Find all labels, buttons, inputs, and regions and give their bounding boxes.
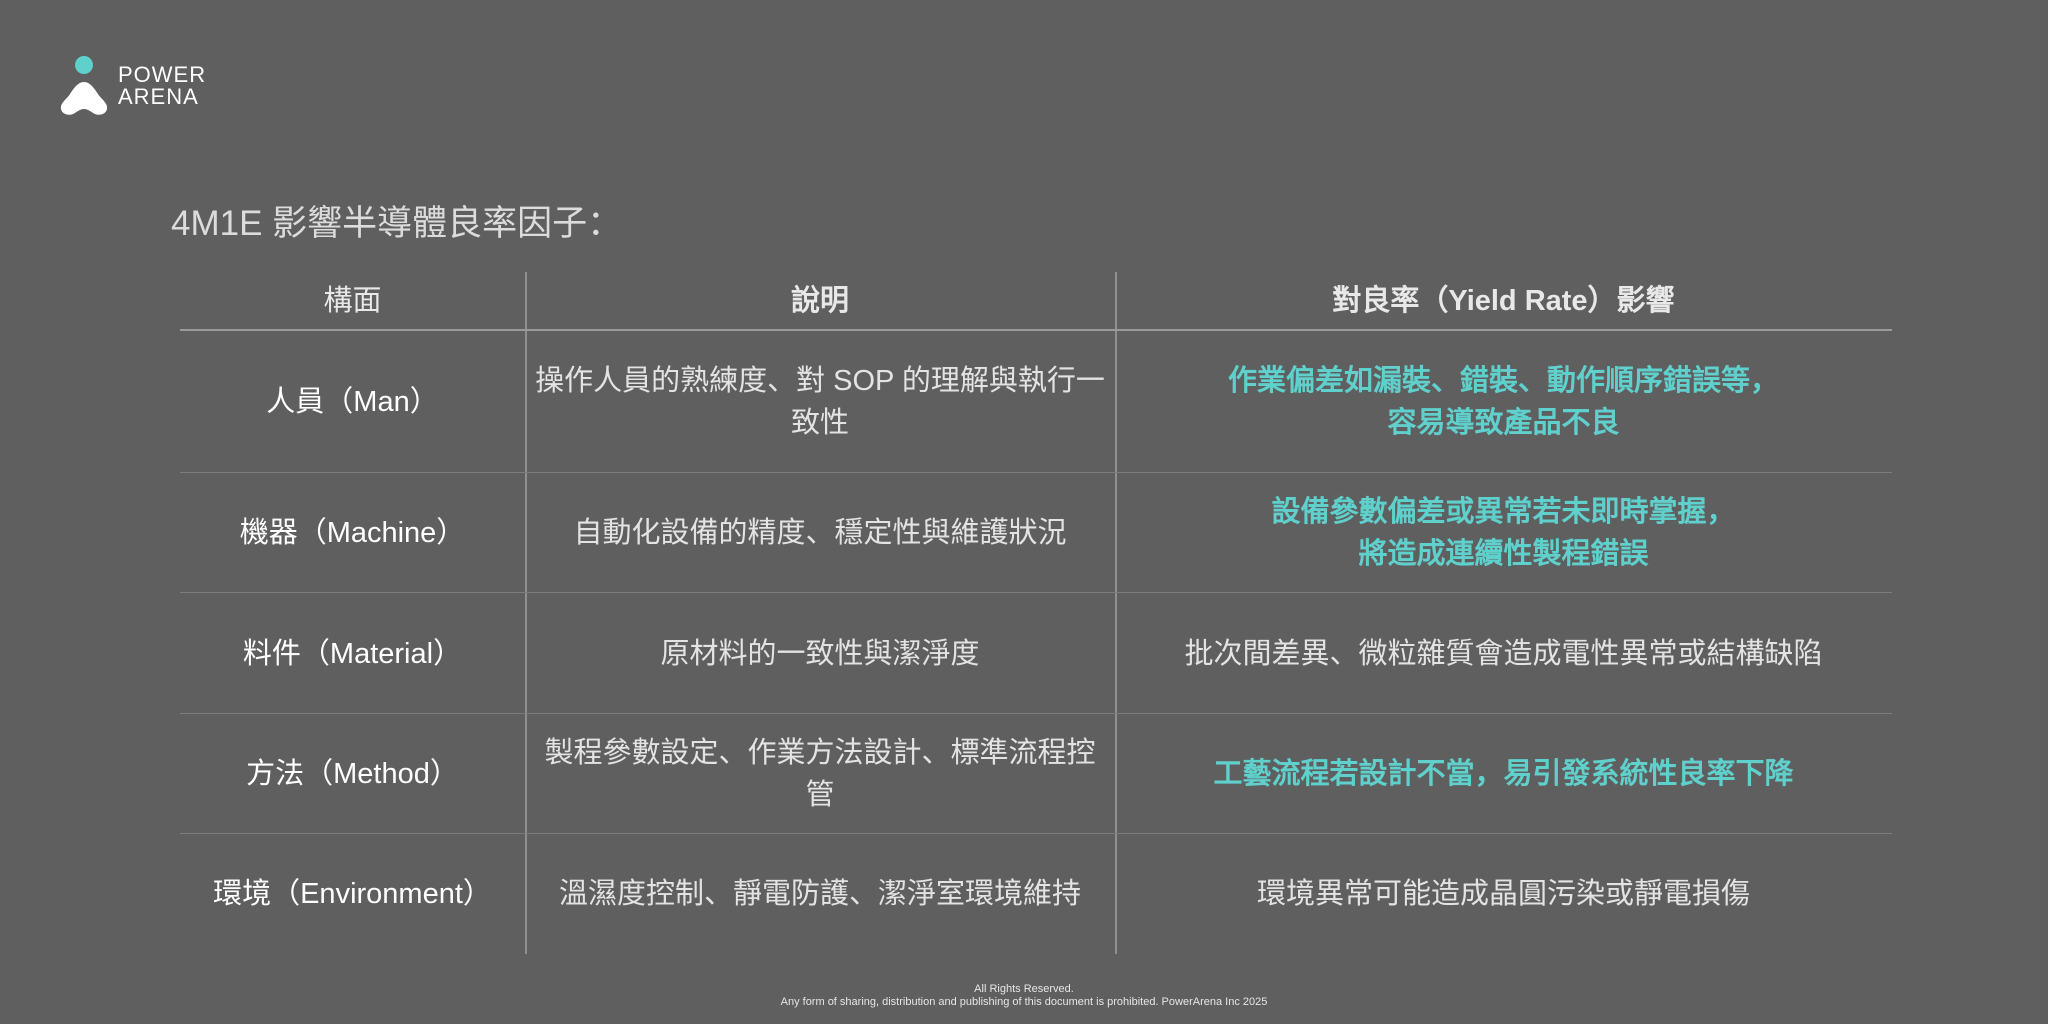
table-row: 機器（Machine） 自動化設備的精度、穩定性與維護狀況 設備參數偏差或異常若…: [180, 473, 1892, 593]
row-divider: [180, 592, 1892, 593]
table-row: 環境（Environment） 溫濕度控制、靜電防護、潔淨室環境維持 環境異常可…: [180, 834, 1892, 954]
row-aspect: 料件（Material）: [242, 637, 463, 670]
row-description: 製程參數設定、作業方法設計、標準流程控管: [544, 737, 1096, 811]
table-row: 料件（Material） 原材料的一致性與潔淨度 批次間差異、微粒雜質會造成電性…: [180, 593, 1892, 714]
brand-wordmark: POWER ARENA: [118, 64, 206, 108]
row-impact-line-1: 設備參數偏差或異常若未即時掌握，: [1271, 496, 1736, 528]
row-impact: 批次間差異、微粒雜質會造成電性異常或結構缺陷: [1184, 637, 1823, 670]
footer-disclaimer: Any form of sharing, distribution and pu…: [780, 996, 1268, 1008]
row-impact-line-2: 將造成連續性製程錯誤: [1358, 538, 1649, 570]
footer: All Rights Reserved. Any form of sharing…: [0, 983, 2048, 1009]
row-divider: [180, 833, 1892, 834]
brand-logo: POWER ARENA: [60, 56, 206, 116]
table-header-row: 構面 說明 對良率（Yield Rate）影響: [180, 272, 1892, 329]
row-impact-line-2: 容易導致產品不良: [1387, 407, 1620, 439]
brand-line-2: ARENA: [118, 84, 199, 109]
row-divider: [180, 472, 1892, 473]
row-aspect: 方法（Method）: [246, 758, 459, 790]
power-arena-logo-icon: [60, 56, 108, 115]
row-aspect: 機器（Machine）: [239, 517, 466, 549]
row-aspect: 環境（Environment）: [213, 878, 492, 910]
row-description: 自動化設備的精度、穩定性與維護狀況: [573, 517, 1067, 549]
row-description: 操作人員的熟練度、對 SOP 的理解與執行一致性: [535, 365, 1105, 439]
brand-line-1: POWER: [118, 62, 207, 87]
column-divider: [525, 272, 527, 954]
row-divider: [180, 713, 1892, 714]
header-divider: [180, 329, 1892, 331]
row-description: 溫濕度控制、靜電防護、潔淨室環境維持: [558, 878, 1081, 910]
row-description: 原材料的一致性與潔淨度: [660, 637, 980, 670]
table-row: 人員（Man） 操作人員的熟練度、對 SOP 的理解與執行一致性 作業偏差如漏裝…: [180, 331, 1892, 473]
row-impact: 工藝流程若設計不當，易引發系統性良率下降: [1213, 758, 1794, 790]
header-description: 說明: [790, 284, 849, 317]
footer-rights: All Rights Reserved.: [974, 983, 1074, 995]
row-impact: 環境異常可能造成晶圓污染或靜電損傷: [1256, 878, 1750, 910]
row-aspect: 人員（Man）: [266, 386, 439, 418]
header-aspect: 構面: [323, 284, 382, 317]
header-impact: 對良率（Yield Rate）影響: [1332, 284, 1675, 317]
column-divider: [1115, 272, 1117, 954]
row-impact-line-1: 作業偏差如漏裝、錯裝、動作順序錯誤等，: [1227, 365, 1779, 397]
row-impact: 設備參數偏差或異常若未即時掌握， 將造成連續性製程錯誤: [1115, 473, 1892, 593]
factor-table: 構面 說明 對良率（Yield Rate）影響 人員（Man） 操作人員的熟練度…: [180, 272, 1892, 954]
row-impact: 作業偏差如漏裝、錯裝、動作順序錯誤等， 容易導致產品不良: [1115, 331, 1892, 473]
page-title: 4M1E 影響半導體良率因子：: [171, 204, 623, 243]
table-row: 方法（Method） 製程參數設定、作業方法設計、標準流程控管 工藝流程若設計不…: [180, 714, 1892, 834]
